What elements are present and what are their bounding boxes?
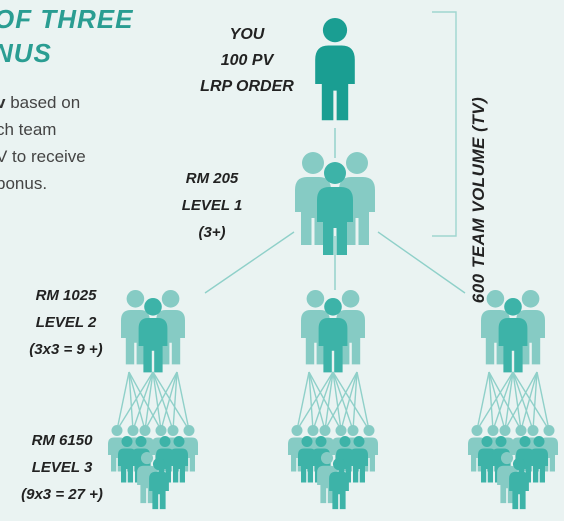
you-label: YOU 100 PV LRP ORDER <box>188 22 306 100</box>
fan-1 <box>308 371 342 431</box>
level-1-group-front <box>317 162 353 255</box>
you-label-line-2: 100 PV <box>220 52 274 69</box>
body-text-line-4: bonus. <box>0 174 48 193</box>
fan-0 <box>144 371 154 431</box>
bracket-line <box>432 11 457 237</box>
heading-line-1: OF THREE <box>0 4 134 34</box>
level-1-label: RM 205 LEVEL 1 (3+) <box>164 165 260 246</box>
fan-0 <box>152 371 190 431</box>
fan-0 <box>152 371 162 431</box>
fan-1 <box>332 371 342 431</box>
people-figures <box>108 18 558 510</box>
level-3-cluster-right-mid-0 <box>478 436 496 483</box>
fan-2 <box>476 371 490 431</box>
fan-2 <box>492 371 514 431</box>
fan-0 <box>160 371 178 431</box>
level-1-amount: RM 205 <box>185 170 239 187</box>
level-3-cluster-right-mid-3 <box>530 436 548 483</box>
fan-0 <box>128 371 146 431</box>
level-2-title: LEVEL 2 <box>35 314 97 331</box>
fan-1 <box>352 371 358 431</box>
link-level1-right <box>377 231 466 294</box>
fan-2 <box>504 371 538 431</box>
fan-1 <box>312 371 334 431</box>
fan-2 <box>532 371 538 431</box>
level-2-label: RM 1025 LEVEL 2 (3x3 = 9 +) <box>14 282 118 363</box>
fan-0 <box>152 371 174 431</box>
fan-0 <box>176 371 190 431</box>
fan-2 <box>520 371 538 431</box>
fan-0 <box>132 371 154 431</box>
fan-0 <box>144 371 178 431</box>
fan-1 <box>332 371 370 431</box>
level-1-title: LEVEL 1 <box>181 197 243 214</box>
team-volume-text: 600 TEAM VOLUME (TV) <box>469 96 488 304</box>
body-text-line-1-rest: based on <box>5 93 81 112</box>
fan-1 <box>308 371 314 431</box>
you-label-line-1: YOU <box>229 26 265 43</box>
body-text-bold: v <box>0 93 6 112</box>
link-level1-left <box>204 231 295 294</box>
level-3-cluster-right-front-b <box>509 458 529 510</box>
body-text-line-3: V to receive <box>0 147 86 166</box>
level-3-cluster-left-front-b <box>149 458 169 510</box>
fan-2 <box>512 371 534 431</box>
fan-2 <box>512 371 550 431</box>
fan-1 <box>296 371 310 431</box>
fan-1 <box>356 371 370 431</box>
fan-0 <box>128 371 162 431</box>
body-text-line-1: v based on <box>0 92 80 114</box>
level-3-cluster-center-front-b <box>329 458 349 510</box>
fan-0 <box>172 371 178 431</box>
level-3-count: (9x3 = 27 +) <box>21 486 103 503</box>
you-label-line-3: LRP ORDER <box>200 78 294 95</box>
fan-0 <box>128 371 134 431</box>
fan-2 <box>488 371 506 431</box>
fan-2 <box>476 371 514 431</box>
level-2-amount: RM 1025 <box>35 287 97 304</box>
level-3-cluster-center-mid-0 <box>298 436 316 483</box>
level-3-cluster-left-mid-3 <box>170 436 188 483</box>
level-1-count: (3+) <box>198 224 226 241</box>
level-3-title: LEVEL 3 <box>31 459 93 476</box>
level-3-label: RM 6150 LEVEL 3 (9x3 = 27 +) <box>8 427 116 508</box>
fan-0 <box>116 371 154 431</box>
fan-2 <box>512 371 522 431</box>
level-3-cluster-center-mid-3 <box>350 436 368 483</box>
you-figure <box>315 18 355 121</box>
fan-2 <box>536 371 550 431</box>
fan-1 <box>296 371 334 431</box>
level-3-cluster-left-mid-0 <box>118 436 136 483</box>
fan-2 <box>488 371 494 431</box>
heading-line-2: NUS <box>0 38 52 68</box>
connector-lines <box>116 128 550 431</box>
level-2-count: (3x3 = 9 +) <box>29 341 103 358</box>
level-2-group-right-front <box>498 298 528 373</box>
fan-1 <box>332 371 354 431</box>
level-2-group-center-front <box>318 298 348 373</box>
fan-2 <box>488 371 522 431</box>
team-volume-bracket <box>432 11 457 237</box>
level-2-group-left-front <box>138 298 168 373</box>
fan-2 <box>504 371 514 431</box>
fan-1 <box>308 371 326 431</box>
fan-1 <box>324 371 334 431</box>
fan-1 <box>340 371 358 431</box>
fan-0 <box>116 371 130 431</box>
level-3-amount: RM 6150 <box>31 432 93 449</box>
fan-1 <box>324 371 358 431</box>
body-text-line-2: ch team <box>0 120 57 139</box>
